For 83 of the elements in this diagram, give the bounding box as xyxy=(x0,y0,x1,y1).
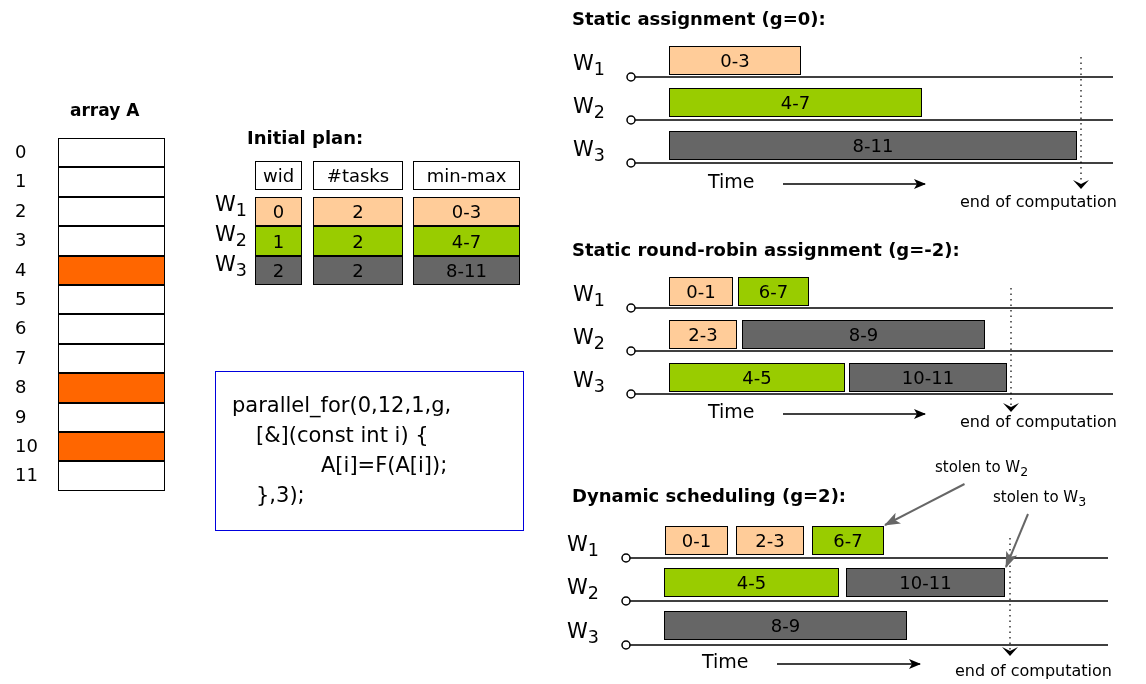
section-title: Dynamic scheduling (g=2): xyxy=(572,486,847,506)
text-label: W$_{3}$ xyxy=(573,369,605,397)
index-number: 7 xyxy=(15,347,27,368)
annotation: stolen to W$_{3}$ xyxy=(993,489,1133,513)
array-cell xyxy=(58,226,165,256)
text-label: Time xyxy=(708,171,755,192)
text-label: W$_{1}$ xyxy=(573,52,605,80)
array-cell xyxy=(58,461,165,491)
text-label: Time xyxy=(708,401,755,422)
array-cell xyxy=(58,373,165,403)
index-number: 10 xyxy=(15,436,38,456)
task-bar: 10-11 xyxy=(846,568,1005,597)
code-line: A[i]=F(A[i]); xyxy=(321,454,448,478)
code-line: parallel_for(0,12,1,g, xyxy=(232,394,452,418)
text-label: W$_{2}$ xyxy=(573,326,605,354)
table-header: min-max xyxy=(413,161,520,190)
task-bar: 10-11 xyxy=(849,363,1007,392)
text-label: W$_{3}$ xyxy=(573,138,605,166)
task-bar: 4-5 xyxy=(669,363,845,392)
array-cell xyxy=(58,196,165,227)
index-number: 9 xyxy=(15,406,27,427)
section-title: Initial plan: xyxy=(247,128,364,148)
table-cell: 2 xyxy=(313,226,403,256)
task-bar: 0-3 xyxy=(669,46,801,75)
text-label: W$_{1}$ xyxy=(215,193,247,221)
section-title: array A xyxy=(70,101,140,120)
array-cell xyxy=(58,138,165,168)
table-cell: 8-11 xyxy=(413,255,520,286)
array-cell xyxy=(58,255,165,285)
annotation: stolen to W$_{2}$ xyxy=(935,459,1053,483)
code-line: },3); xyxy=(256,484,305,508)
array-cell xyxy=(58,167,165,197)
text-label: Time xyxy=(702,651,749,672)
text-label: W$_{2}$ xyxy=(573,95,605,123)
task-bar: 6-7 xyxy=(812,526,884,555)
array-cell xyxy=(58,432,165,462)
index-number: 8 xyxy=(15,377,27,397)
text-label: end of computation xyxy=(960,193,1117,211)
task-bar: 6-7 xyxy=(738,277,809,306)
task-bar: 8-9 xyxy=(742,320,985,349)
table-cell: 2 xyxy=(255,255,302,286)
array-cell xyxy=(58,285,165,315)
text-label: W$_{1}$ xyxy=(567,533,599,561)
index-number: 6 xyxy=(15,318,27,339)
table-cell: 2 xyxy=(313,255,403,286)
index-number: 11 xyxy=(15,465,38,486)
leader-arrow xyxy=(884,483,966,526)
text-label: end of computation xyxy=(960,413,1117,431)
task-bar: 0-1 xyxy=(669,277,733,306)
text-label: W$_{2}$ xyxy=(215,223,247,251)
section-title: Static round-robin assignment (g=-2): xyxy=(572,240,960,260)
array-cell xyxy=(58,314,165,344)
array-cell xyxy=(58,343,165,374)
table-cell: 4-7 xyxy=(413,226,520,256)
section-title: Static assignment (g=0): xyxy=(572,9,826,29)
index-number: 1 xyxy=(15,171,27,192)
text-label: end of computation xyxy=(955,662,1112,680)
table-cell: 0 xyxy=(255,197,302,227)
task-bar: 4-5 xyxy=(664,568,839,597)
task-bar: 4-7 xyxy=(669,88,922,117)
task-bar: 0-1 xyxy=(665,526,728,555)
text-label: W$_{1}$ xyxy=(573,283,605,311)
leader-arrow xyxy=(1005,513,1029,568)
index-number: 2 xyxy=(15,200,27,221)
table-header: #tasks xyxy=(313,161,403,190)
task-bar: 2-3 xyxy=(669,320,737,349)
text-label: W$_{3}$ xyxy=(215,253,247,281)
index-number: 5 xyxy=(15,289,27,309)
task-bar: 8-11 xyxy=(669,131,1077,160)
text-label: W$_{3}$ xyxy=(567,620,599,648)
table-cell: 1 xyxy=(255,226,302,256)
code-box xyxy=(215,371,524,531)
index-number: 3 xyxy=(15,230,27,250)
table-cell: 0-3 xyxy=(413,197,520,227)
table-header: wid xyxy=(255,161,302,190)
task-bar: 2-3 xyxy=(736,526,804,555)
index-number: 4 xyxy=(15,259,27,280)
table-cell: 2 xyxy=(313,197,403,227)
index-number: 0 xyxy=(15,142,27,162)
code-line: [&](const int i) { xyxy=(256,424,429,448)
text-label: W$_{2}$ xyxy=(567,576,599,604)
array-cell xyxy=(58,402,165,432)
task-bar: 8-9 xyxy=(664,611,907,640)
